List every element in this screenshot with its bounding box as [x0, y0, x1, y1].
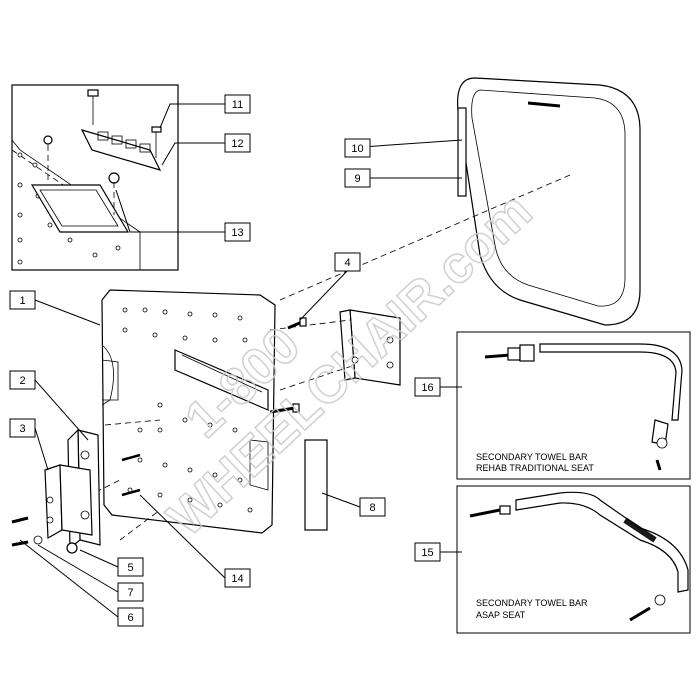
asap-caption-line1: SECONDARY TOWEL BAR [476, 598, 588, 608]
callout-8: 8 [359, 497, 386, 517]
callout-6: 6 [117, 607, 144, 627]
screws [121, 317, 307, 497]
svg-text:13: 13 [231, 227, 243, 239]
callout-11: 11 [224, 94, 251, 114]
callout-10: 10 [344, 138, 371, 158]
mount-block [339, 309, 401, 386]
panel-rehab-traditional: SECONDARY TOWEL BAR REHAB TRADITIONAL SE… [456, 331, 691, 480]
callout-13: 13 [224, 222, 251, 242]
svg-text:10: 10 [351, 143, 363, 155]
callout-15: 15 [414, 542, 441, 562]
svg-text:2: 2 [19, 375, 25, 387]
svg-text:4: 4 [344, 257, 350, 269]
svg-text:5: 5 [127, 562, 133, 574]
callout-3: 3 [9, 418, 36, 438]
svg-text:11: 11 [232, 99, 243, 111]
asap-caption-line2: ASAP SEAT [476, 610, 526, 620]
svg-text:12: 12 [231, 138, 243, 150]
svg-text:9: 9 [354, 173, 360, 185]
callout-7: 7 [117, 582, 144, 602]
svg-text:3: 3 [19, 423, 25, 435]
callout-9: 9 [344, 168, 371, 188]
seat-bumper [457, 77, 641, 326]
svg-text:8: 8 [369, 502, 375, 514]
svg-text:14: 14 [231, 573, 243, 585]
callout-4: 4 [334, 252, 361, 272]
bracket-parts [11, 428, 101, 554]
rehab-caption-line2: REHAB TRADITIONAL SEAT [476, 463, 594, 473]
svg-text:16: 16 [421, 382, 433, 394]
callout-12: 12 [224, 133, 251, 153]
side-plate [101, 289, 276, 534]
callout-1: 1 [9, 290, 36, 310]
svg-text:1: 1 [19, 295, 25, 307]
rehab-caption-line1: SECONDARY TOWEL BAR [476, 452, 588, 462]
velcro-strip [304, 439, 328, 531]
callout-16: 16 [414, 377, 441, 397]
callout-14: 14 [224, 568, 251, 588]
inset-detail [11, 84, 179, 271]
panel-asap: SECONDARY TOWEL BAR ASAP SEAT [456, 485, 691, 634]
svg-text:6: 6 [127, 612, 133, 624]
callout-5: 5 [117, 557, 144, 577]
svg-text:7: 7 [127, 587, 133, 599]
callout-2: 2 [9, 370, 36, 390]
svg-text:15: 15 [421, 547, 433, 559]
